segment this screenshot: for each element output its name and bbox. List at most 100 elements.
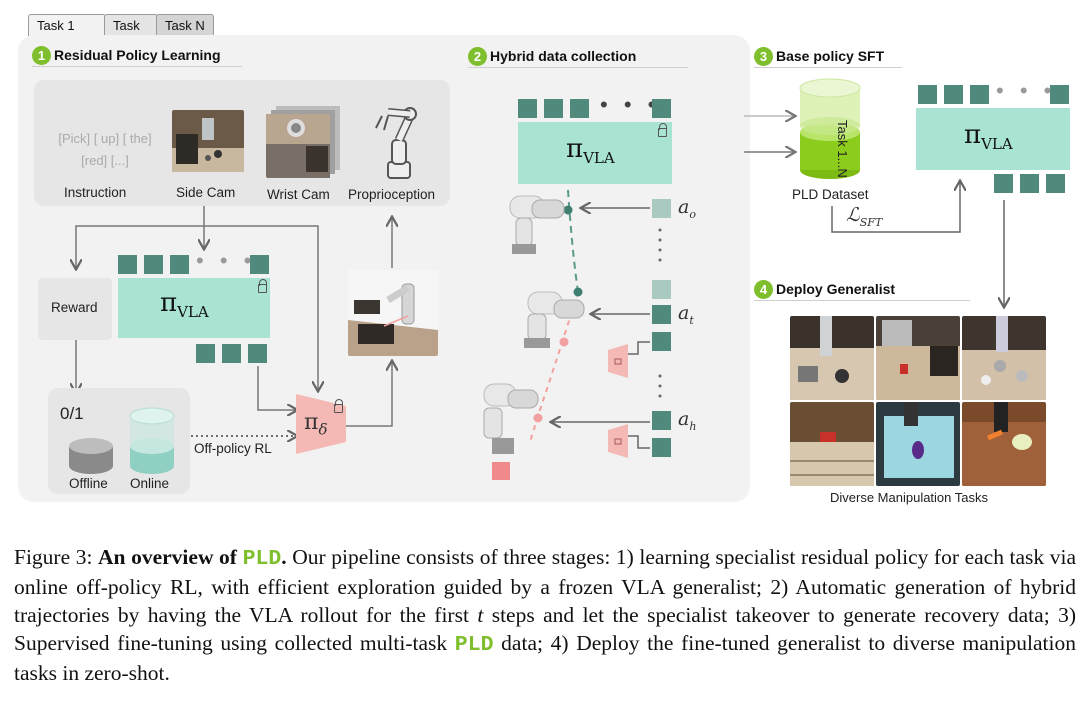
robot-arm-icon [375, 107, 417, 179]
section-3-underline [754, 67, 902, 68]
pld-acronym: PLD [454, 633, 494, 657]
action-token [652, 332, 671, 351]
input-token [250, 255, 269, 274]
residual-policy-label: πδ [304, 410, 328, 439]
instruction-text: [Pick] [ up] [ the] [red] [...] [58, 131, 152, 168]
input-token [544, 99, 563, 118]
section-1-title: 1 Residual Policy Learning [32, 44, 231, 66]
input-token [944, 85, 963, 104]
task-image-real-2 [876, 402, 960, 486]
stage-2-to-3-arrows [744, 100, 800, 170]
input-token [570, 99, 589, 118]
instruction-label: Instruction [64, 185, 127, 200]
sft-loss-arrows [831, 170, 1020, 310]
vla-label-stage-1: πVLA [160, 288, 209, 322]
vla-label-stage-3: πVLA [964, 120, 1013, 154]
section-4-label: Deploy Generalist [776, 281, 896, 297]
task-image-sim-2 [876, 316, 960, 400]
lock-icon [258, 279, 267, 293]
lock-icon [658, 123, 667, 137]
lock-icon [334, 399, 343, 413]
pld-dataset-label: PLD Dataset [792, 187, 869, 202]
action-token [652, 438, 671, 457]
section-3-label: Base policy SFT [776, 48, 885, 64]
section-4-title: 4 Deploy Generalist [754, 278, 905, 300]
figure-number: Figure 3: [14, 545, 93, 569]
section-1-label: Residual Policy Learning [54, 47, 221, 63]
token-ellipsis: • • • [996, 78, 1057, 103]
robot-arm-recovery-image [483, 383, 539, 480]
action-label-o: ao [678, 196, 696, 221]
input-token [170, 255, 189, 274]
section-4-underline [754, 300, 970, 301]
sft-loss-label: ℒSFT [846, 204, 883, 229]
input-token [652, 99, 671, 118]
action-token [248, 344, 267, 363]
side-cam-label: Side Cam [176, 185, 236, 200]
caption-text-1: Our pipeline consists of three stages: 1… [14, 545, 1077, 627]
action-token [1046, 174, 1065, 193]
off-policy-label: Off-policy RL [194, 441, 272, 456]
task-image-sim-1 [790, 316, 874, 400]
vla-block-stage-1 [118, 278, 270, 338]
vla-block-stage-3 [916, 108, 1070, 170]
section-2-underline [468, 67, 688, 68]
section-1-underline [32, 66, 242, 67]
online-database-icon [129, 407, 175, 474]
caption-variable-t: t [477, 603, 484, 627]
success-score: 0/1 [60, 404, 84, 423]
caption-period: . [281, 545, 287, 569]
robot-arm-rollout-image [524, 291, 585, 348]
input-token [918, 85, 937, 104]
tab-task-n[interactable]: Task N [156, 14, 214, 36]
action-token [196, 344, 215, 363]
section-4-number: 4 [754, 279, 773, 299]
caption-text-3: data; 4) Deploy the fine-tuned generalis… [14, 631, 1076, 685]
wrist-cam-label: Wrist Cam [267, 187, 330, 202]
proprioception-label: Proprioception [348, 187, 436, 202]
task-image-real-3 [962, 402, 1046, 486]
input-token [1050, 85, 1069, 104]
action-token-o [652, 199, 671, 218]
residual-policy-mini [608, 344, 628, 378]
action-token-h [652, 411, 671, 430]
input-token [970, 85, 989, 104]
action-label-t: at [678, 302, 694, 327]
reward-box [38, 278, 112, 340]
section-3-number: 3 [754, 46, 773, 66]
action-token-t [652, 305, 671, 324]
vla-block-stage-2 [518, 122, 672, 184]
residual-policy-block [296, 394, 346, 454]
offline-label: Offline [69, 476, 108, 491]
side-cam-image [172, 110, 244, 172]
offline-database-icon [69, 438, 113, 474]
action-label-h: ah [678, 408, 697, 433]
reward-label: Reward [51, 300, 98, 315]
robot-arm-rollout-image [509, 195, 565, 254]
section-2-number: 2 [468, 46, 487, 66]
wrist-cam-image [266, 106, 340, 178]
input-token [518, 99, 537, 118]
caption-bold: An overview of [98, 545, 237, 569]
section-3-title: 3 Base policy SFT [754, 45, 894, 67]
figure-caption: Figure 3: An overview of PLD. Our pipeli… [14, 543, 1076, 687]
action-token [994, 174, 1013, 193]
input-token [144, 255, 163, 274]
action-token [652, 280, 671, 299]
robot-environment-image [348, 270, 438, 356]
task-image-real-1 [790, 402, 874, 486]
residual-policy-mini [608, 424, 628, 458]
section-2-title: 2 Hybrid data collection [468, 45, 646, 67]
hybrid-trajectory [529, 189, 662, 449]
task-image-sim-3 [962, 316, 1046, 400]
deploy-caption: Diverse Manipulation Tasks [830, 490, 988, 505]
pld-dataset-icon [799, 78, 861, 179]
pld-acronym: PLD [242, 547, 282, 571]
action-token [222, 344, 241, 363]
online-label: Online [130, 476, 170, 491]
vla-label-stage-2: πVLA [566, 134, 615, 168]
caption-text-2: steps and let the specialist takeover to… [14, 603, 1076, 655]
section-2-label: Hybrid data collection [490, 48, 637, 64]
token-ellipsis: • • • [600, 92, 661, 117]
section-1-arrows [0, 206, 760, 510]
